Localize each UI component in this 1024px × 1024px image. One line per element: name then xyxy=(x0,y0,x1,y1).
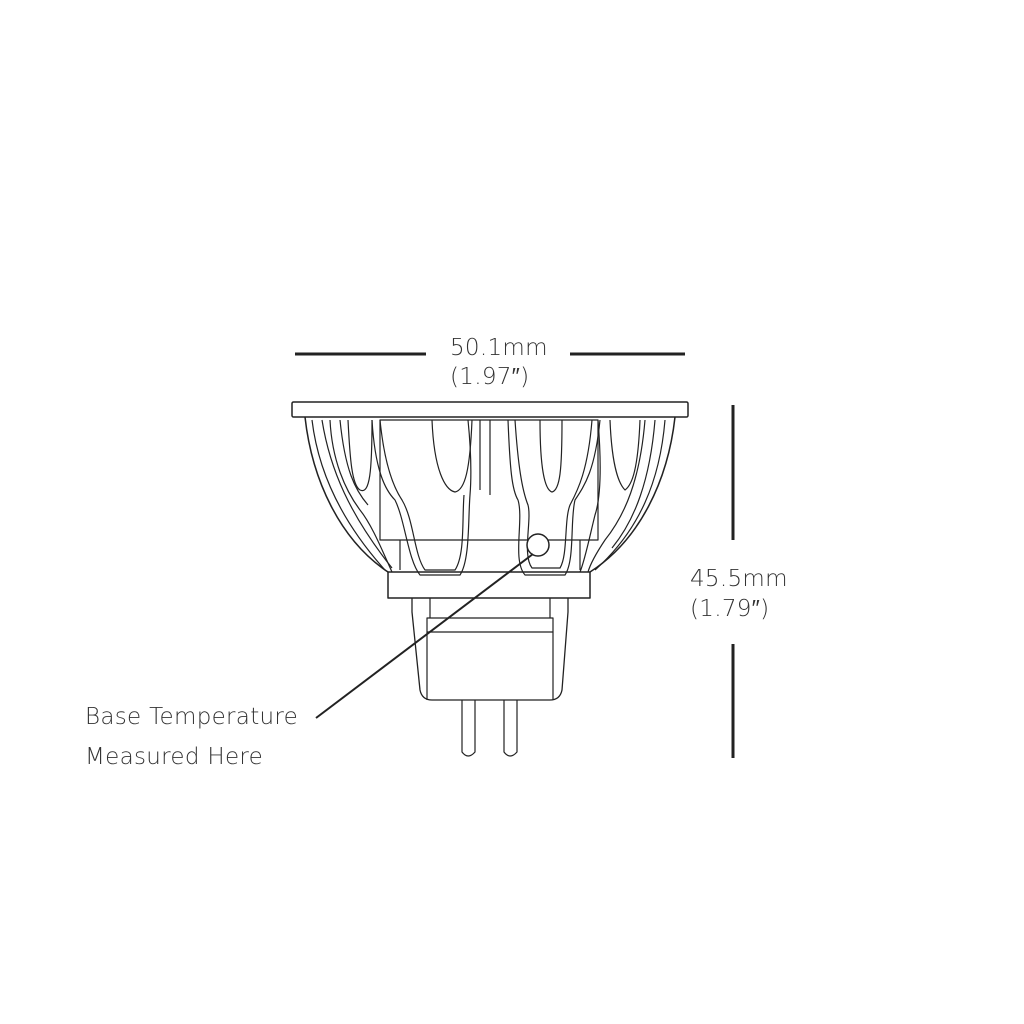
callout-label-line2: Measured Here xyxy=(85,744,264,770)
width-in-label: (1.97″) xyxy=(450,364,530,390)
heat-sink-fins xyxy=(311,419,666,576)
width-mm-label: 50.1mm xyxy=(450,335,548,361)
lamp-face-plate xyxy=(291,401,689,418)
base-band xyxy=(426,617,554,633)
pin-left xyxy=(461,700,476,757)
heat-sink-core xyxy=(379,419,599,541)
callout-leader-line xyxy=(315,553,534,719)
height-in-label: (1.79″) xyxy=(690,596,770,622)
lamp-base xyxy=(411,598,569,701)
callout-label-line1: Base Temperature xyxy=(85,704,299,730)
lamp-collar xyxy=(387,571,591,599)
height-mm-label: 45.5mm xyxy=(690,566,788,592)
pin-right xyxy=(503,700,518,757)
measurement-point-marker xyxy=(526,533,550,557)
